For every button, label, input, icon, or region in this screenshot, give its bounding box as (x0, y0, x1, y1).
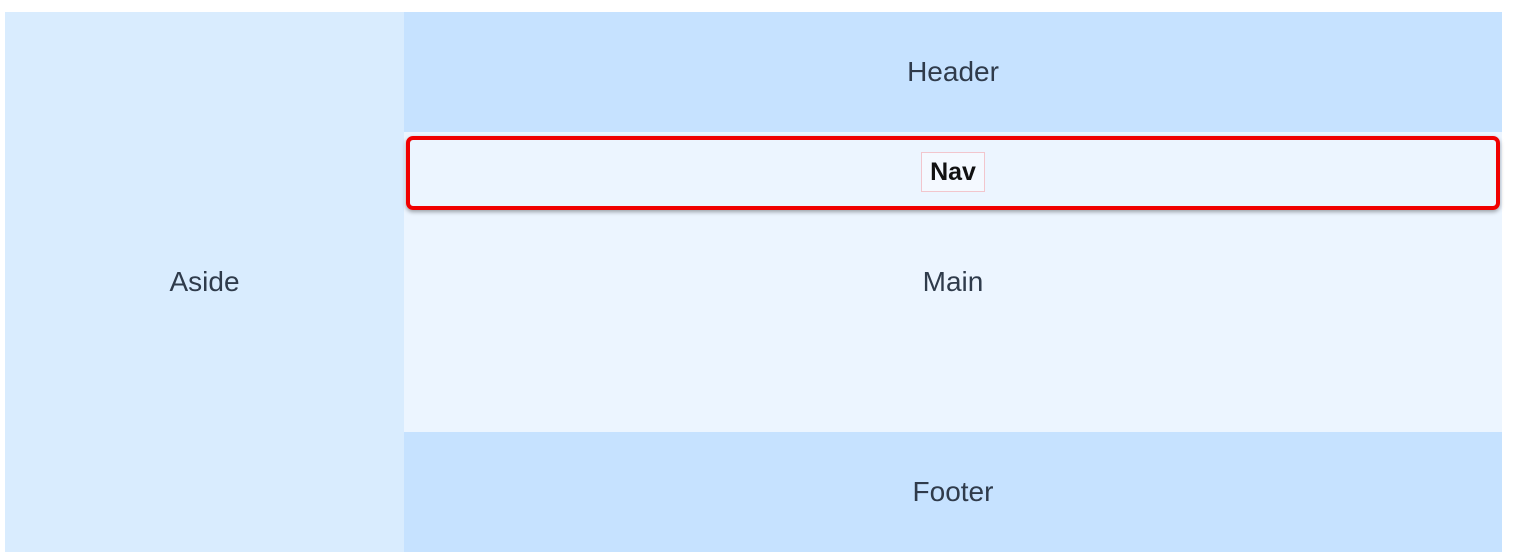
footer-label: Footer (912, 476, 994, 507)
nav-bar[interactable]: Nav (404, 132, 1502, 212)
content-column: Header Nav Main Footer (404, 12, 1502, 552)
aside-panel: Aside (5, 12, 404, 552)
header-label: Header (907, 56, 999, 87)
main-label: Main (922, 266, 984, 297)
footer-panel: Footer (404, 432, 1502, 552)
header-panel: Header (404, 12, 1502, 132)
nav-label[interactable]: Nav (921, 152, 985, 192)
aside-label: Aside (169, 266, 240, 297)
main-panel: Nav Main (404, 132, 1502, 432)
container-layout: Aside Header Nav Main Footer (5, 12, 1502, 552)
